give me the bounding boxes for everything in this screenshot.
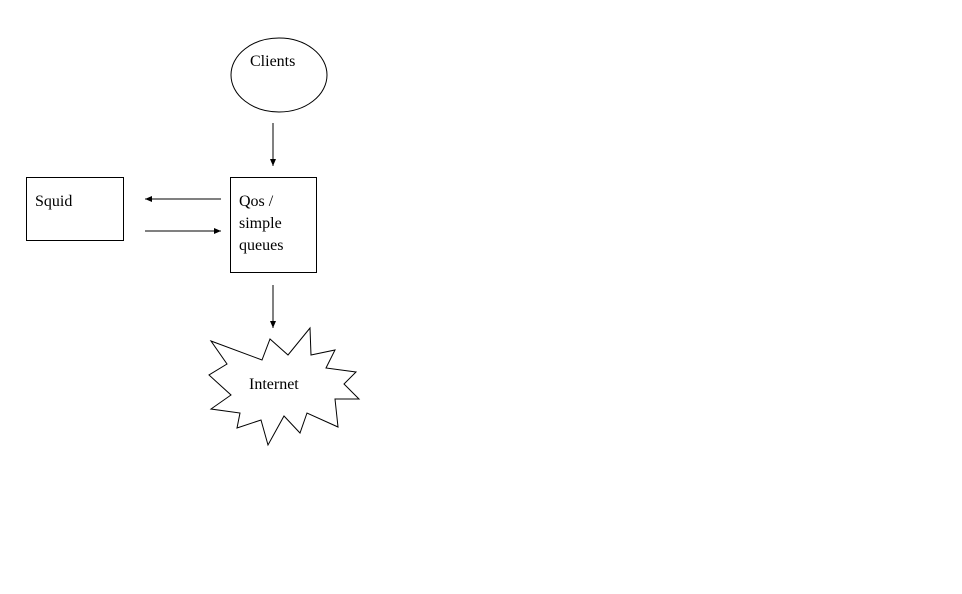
squid-label: Squid — [35, 193, 73, 210]
clients-label: Clients — [250, 53, 296, 70]
qos-label-line-2: simple — [239, 215, 282, 232]
internet-label: Internet — [249, 376, 299, 393]
qos-label-line-1: Qos / — [239, 193, 274, 210]
qos-label-line-3: queues — [239, 237, 284, 254]
qos-label: Qos / simple queues — [239, 191, 283, 257]
squid-node — [26, 177, 124, 241]
clients-node — [230, 37, 328, 113]
qos-node — [230, 177, 317, 273]
internet-node — [208, 326, 361, 447]
